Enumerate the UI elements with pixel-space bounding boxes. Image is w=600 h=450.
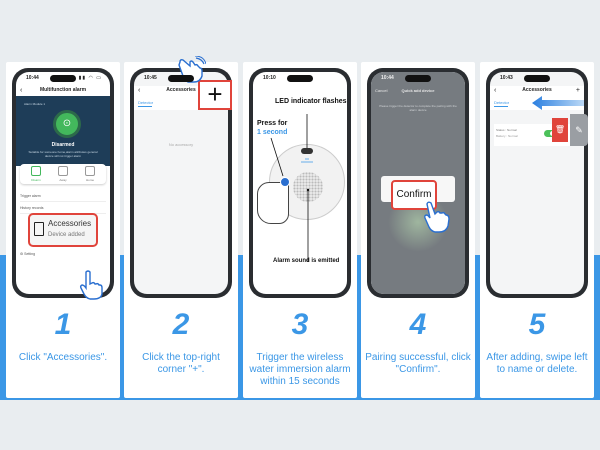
row-setting[interactable]: ⚙ Setting (20, 250, 106, 259)
phone-notch (524, 75, 550, 82)
tab-home-label: Home (85, 178, 94, 182)
accessories-button[interactable]: Accessories Device added (28, 213, 98, 247)
row-status: Status : Normal (496, 128, 517, 132)
alarm-status-card: Alarm Module 1 ⊙ Disarmed Suitable for s… (16, 96, 110, 166)
status-time: 10:45 (144, 75, 157, 81)
back-icon[interactable]: ‹ (138, 87, 141, 94)
phone-notch (287, 75, 313, 82)
pencil-icon: ✎ (575, 125, 583, 135)
tab-disarm[interactable]: Disarm (22, 166, 50, 182)
step-caption: After adding, swipe left to name or dele… (486, 352, 588, 375)
status-bar: 10:43 (490, 74, 584, 83)
step-panel-4: 10:44 Cancel Quick add device Please tri… (361, 62, 475, 398)
unlock-icon: ⊙ (53, 110, 81, 138)
tab-home[interactable]: Home (76, 166, 104, 182)
home-icon (85, 166, 95, 176)
step-panel-1: 10:44 ▮▮ ◠ ▭ ‹ Multifunction alarm Alarm… (6, 62, 120, 398)
device-label: Alarm Module 1 (24, 102, 46, 106)
phone-notch (405, 75, 431, 82)
nav-bar: Cancel Quick add device (371, 86, 465, 96)
phone-frame: 10:44 ▮▮ ◠ ▭ ‹ Multifunction alarm Alarm… (12, 68, 114, 298)
nav-bar: ‹ Accessories (134, 86, 228, 96)
nav-title: Quick add device (401, 88, 435, 93)
nav-title: Multifunction alarm (39, 87, 87, 93)
status-time: 10:44 (26, 75, 39, 81)
mode-tabs: Disarm Away Home (20, 164, 106, 184)
finger-illustration (257, 182, 289, 224)
step-number: 2 (172, 308, 190, 341)
status-time: 10:44 (381, 75, 394, 81)
nav-title: Accessories (166, 87, 196, 93)
away-icon (58, 166, 68, 176)
row-trigger-alarm-label: Trigger alarm (20, 194, 41, 198)
step-caption: Click "Accessories". (18, 352, 108, 363)
row-trigger-alarm[interactable]: Trigger alarm (20, 192, 106, 202)
phone-screen: 10:44 ▮▮ ◠ ▭ ‹ Multifunction alarm Alarm… (16, 72, 110, 294)
row-battery: Battery : Normal (496, 134, 518, 138)
empty-state-text: No accessory (168, 142, 194, 147)
accessories-sub: Device added (48, 232, 85, 238)
press-label: Press for (257, 120, 288, 127)
status-time: 10:43 (500, 75, 513, 81)
phone-notch (50, 75, 76, 82)
pointing-hand-icon (79, 270, 103, 300)
step-number: 4 (409, 308, 427, 341)
step-caption: Trigger the wireless water immersion ala… (249, 352, 351, 387)
cancel-link[interactable]: Cancel (375, 88, 388, 93)
tab-away-label: Away (59, 178, 67, 182)
status-bar: 10:10 (253, 74, 347, 83)
tab-disarm-label: Disarm (31, 178, 41, 182)
phone-frame: 10:10 (249, 68, 351, 298)
back-icon[interactable]: ‹ (20, 87, 23, 94)
step-number: 3 (291, 308, 309, 341)
tab-underline (138, 106, 152, 107)
accessories-label: Accessories (48, 219, 92, 228)
edit-button[interactable]: ✎ (570, 114, 588, 146)
accessory-device-icon (34, 222, 44, 236)
alarm-state-description: Suitable for someone home,alarm attribut… (28, 150, 98, 158)
nav-bar: ‹ Multifunction alarm (16, 86, 110, 96)
phone-notch (168, 75, 194, 82)
callout-lines (270, 114, 313, 262)
back-icon[interactable]: ‹ (494, 87, 497, 94)
add-button[interactable]: + (198, 80, 232, 110)
led-label: LED indicator flashes (275, 98, 347, 105)
pairing-instruction: Please trigger the detector to complete … (379, 104, 457, 112)
swipe-left-arrow-icon (532, 96, 584, 110)
press-time: 1 second (257, 129, 288, 136)
led-indicator (301, 148, 313, 154)
tab-underline (494, 106, 508, 107)
step-panel-5: 10:43 ‹ Accessories + Detector Status : … (480, 62, 594, 398)
gear-icon: ⚙ (20, 252, 25, 256)
step-panel-2: 10:45 ‹ Accessories Detector No accessor… (124, 56, 238, 398)
disarm-icon (31, 166, 41, 176)
status-time: 10:10 (263, 75, 276, 81)
tab-detector[interactable]: Detector (138, 100, 154, 105)
step-caption: Pairing successful, click "Confirm". (365, 352, 471, 375)
sound-label: Alarm sound is emitted (273, 258, 340, 264)
step-caption: Click the top-right corner "+". (142, 352, 220, 375)
row-setting-label: Setting (24, 252, 36, 256)
phone-frame: 10:43 ‹ Accessories + Detector Status : … (486, 68, 588, 298)
phone-screen: 10:10 (253, 72, 347, 294)
alarm-state: Disarmed (51, 142, 75, 148)
add-icon[interactable]: + (575, 87, 580, 94)
tab-away[interactable]: Away (49, 166, 77, 182)
status-bar: 10:44 (371, 74, 465, 83)
step-panel-3: 10:10 LED indicator flashes Press for 1 … (243, 62, 357, 398)
step-number: 1 (54, 308, 72, 341)
delete-button[interactable]: 🗑 (552, 118, 568, 142)
step-number: 5 (528, 308, 546, 341)
nav-bar: ‹ Accessories + (490, 86, 584, 96)
row-history-label: History records (20, 206, 44, 210)
tab-detector[interactable]: Detector (494, 100, 510, 105)
trash-icon: 🗑 (554, 125, 566, 134)
status-bar: 10:45 (134, 74, 228, 83)
nav-title: Accessories (522, 87, 552, 93)
status-bar: 10:44 ▮▮ ◠ ▭ (16, 74, 110, 83)
pointing-hand-icon (424, 201, 450, 233)
signal-icons: ▮▮ ◠ ▭ (78, 75, 102, 81)
pair-button (280, 177, 290, 187)
